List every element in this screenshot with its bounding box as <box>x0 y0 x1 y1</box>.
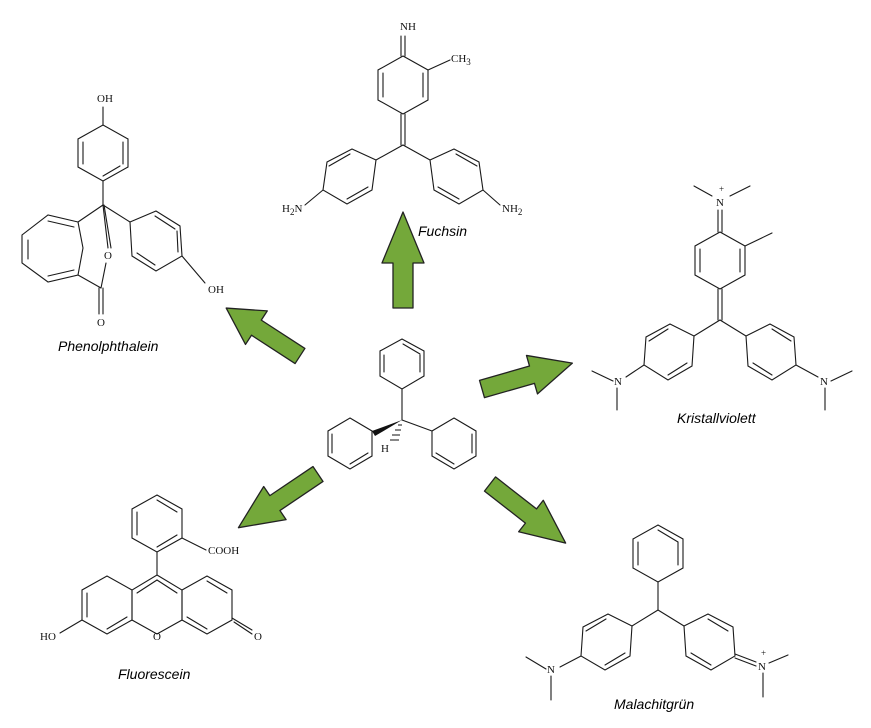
arrow-to-malachitgruen <box>483 476 567 544</box>
center-h-label: H <box>381 443 389 455</box>
phenolphthalein-caption: Phenolphthalein <box>58 338 159 354</box>
fluorescein-ho-label: HO <box>40 631 56 643</box>
fuchsin-imine-label: NH <box>400 21 416 33</box>
fuchsin-amine-right-label: NH2 <box>502 203 522 217</box>
fuchsin-structure: NH CH3 H2N NH2 <box>282 21 522 217</box>
kristallviolett-n-right-label: N <box>820 376 828 388</box>
arrow-up-to-fuchsin <box>381 211 425 309</box>
malachitgruen-caption: Malachitgrün <box>614 696 694 712</box>
fluorescein-caption: Fluorescein <box>118 666 191 682</box>
malachitgruen-n-plus-label: N <box>758 661 766 673</box>
malachitgruen-structure: N N + <box>525 524 789 701</box>
phenolphthalein-oh-top-label: OH <box>97 93 113 105</box>
fluorescein-structure: COOH O HO O <box>40 494 262 643</box>
arrows <box>225 211 574 544</box>
malachitgruen-charge-label: + <box>761 648 766 658</box>
kristallviolett-charge-label: + <box>719 184 724 194</box>
malachitgruen-n-left-label: N <box>547 664 555 676</box>
fuchsin-amine-left-label: H2N <box>282 203 302 217</box>
fluorescein-ring-o-label: O <box>153 631 161 643</box>
fluorescein-carbonyl-o-label: O <box>254 631 262 643</box>
fuchsin-caption: Fuchsin <box>418 223 467 239</box>
phenolphthalein-carbonyl-o-label: O <box>97 317 105 329</box>
fuchsin-methyl-label: CH3 <box>451 53 471 67</box>
kristallviolett-structure: N + N N <box>591 184 853 411</box>
phenolphthalein-ring-o-label: O <box>104 250 112 262</box>
kristallviolett-n-plus-label: N <box>716 197 724 209</box>
phenolphthalein-structure: OH O O OH <box>21 93 224 329</box>
phenolphthalein-oh-right-label: OH <box>208 284 224 296</box>
arrow-to-phenolphthalein <box>225 307 306 365</box>
arrow-to-fluorescein <box>237 465 324 529</box>
kristallviolett-n-left-label: N <box>614 376 622 388</box>
arrow-to-kristallviolett <box>478 354 574 399</box>
kristallviolett-caption: Kristallviolett <box>677 410 757 426</box>
fluorescein-cooh-label: COOH <box>208 545 239 557</box>
triphenylmethane-structure: H <box>327 338 477 470</box>
